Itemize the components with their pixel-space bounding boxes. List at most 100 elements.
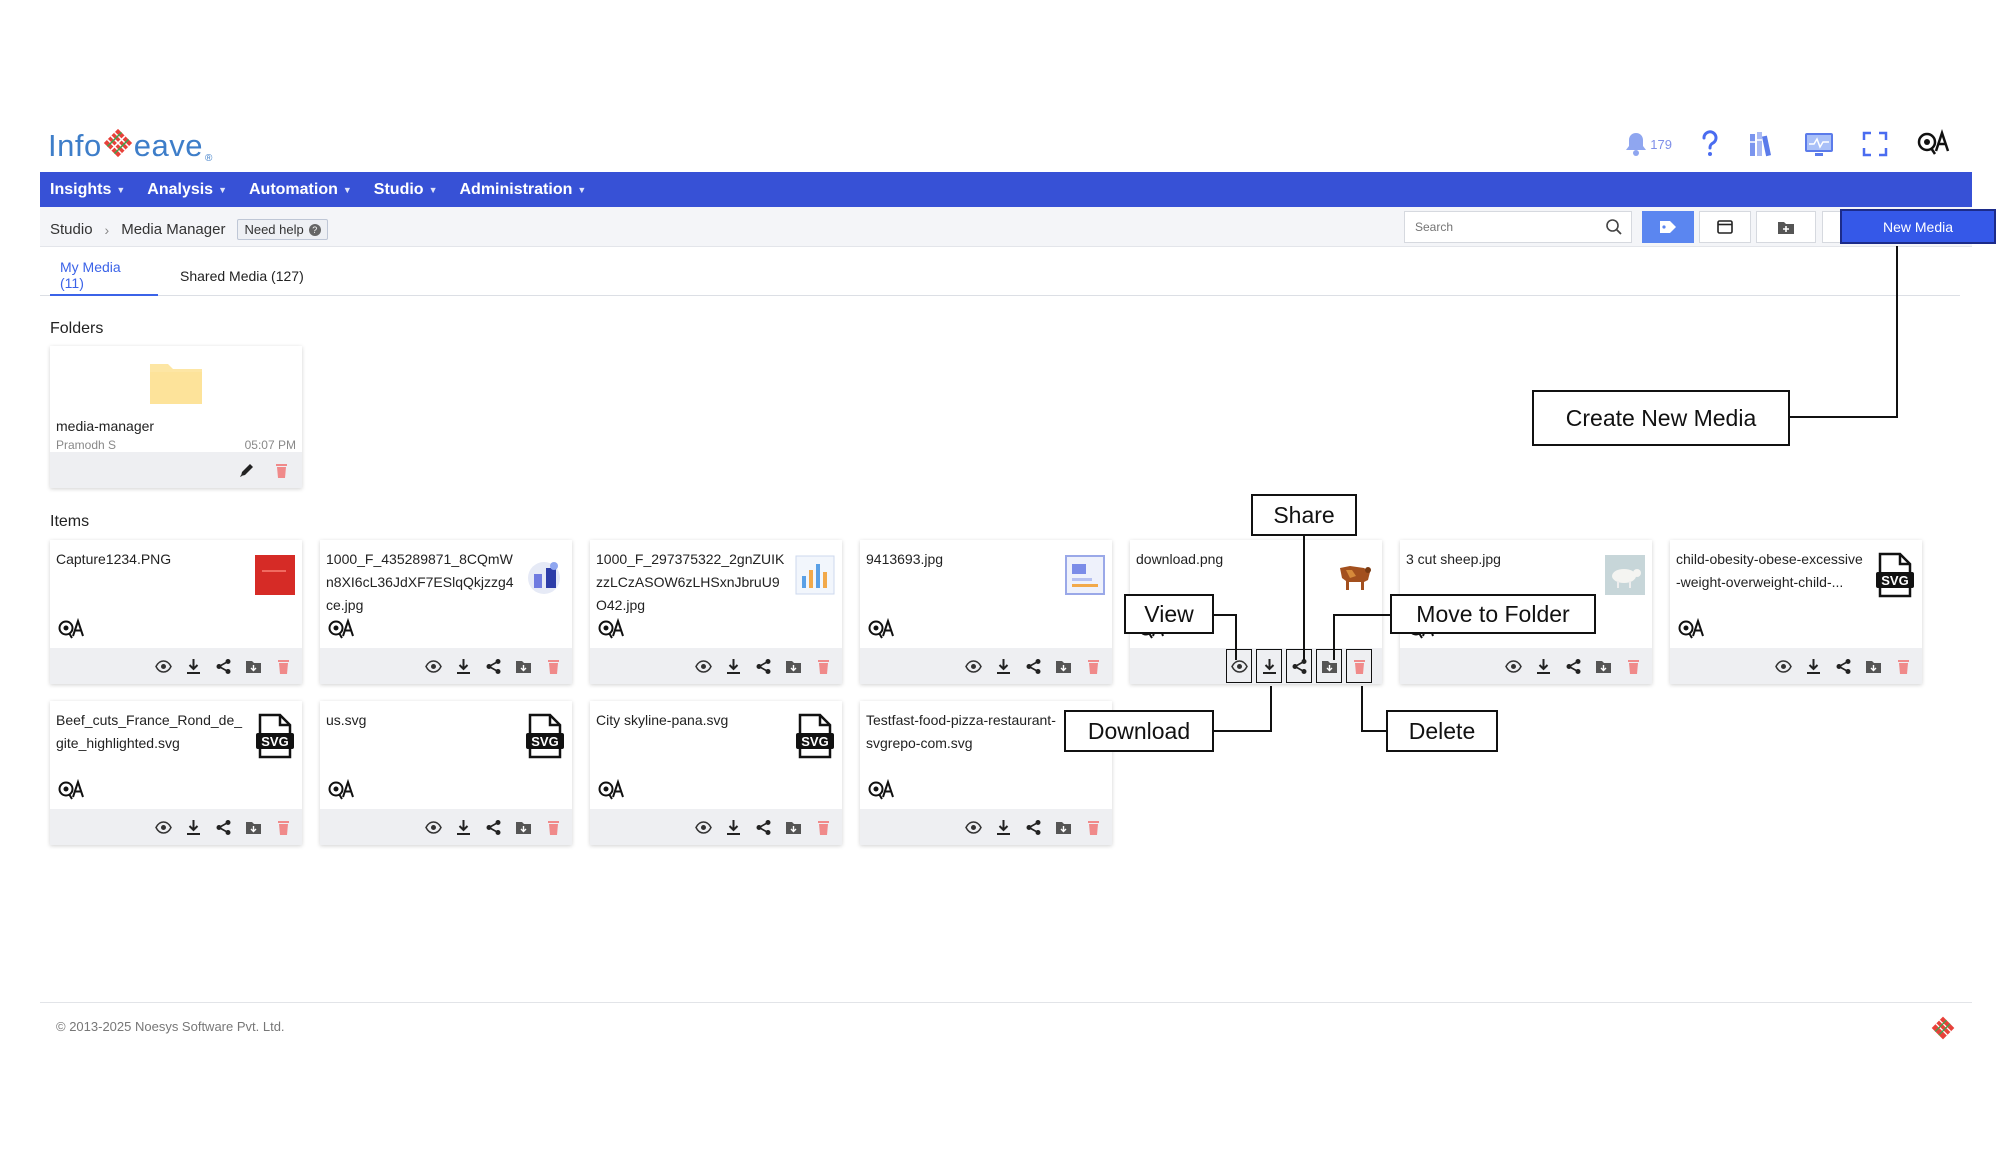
share-button[interactable] <box>215 819 232 836</box>
search-input[interactable] <box>1415 220 1575 234</box>
view-button[interactable] <box>965 658 982 675</box>
share-button[interactable] <box>485 819 502 836</box>
share-button[interactable] <box>1025 658 1042 675</box>
view-button[interactable] <box>695 658 712 675</box>
nav-insights[interactable]: Insights▼ <box>50 181 125 199</box>
tab-my-media[interactable]: My Media (11) <box>50 256 158 296</box>
move-to-folder-button[interactable] <box>1865 658 1882 675</box>
delete-button[interactable] <box>815 658 832 675</box>
download-button[interactable] <box>1805 658 1822 675</box>
share-button[interactable] <box>1835 658 1852 675</box>
delete-button[interactable] <box>273 462 290 479</box>
search-icon[interactable] <box>1605 218 1623 236</box>
download-button[interactable] <box>185 819 202 836</box>
media-thumbnail[interactable]: SVG <box>1874 552 1916 598</box>
view-button[interactable] <box>965 819 982 836</box>
share-button[interactable] <box>1565 658 1582 675</box>
delete-button[interactable] <box>545 658 562 675</box>
nav-studio[interactable]: Studio▼ <box>374 181 438 199</box>
nav-administration[interactable]: Administration▼ <box>459 181 586 199</box>
delete-button[interactable] <box>1625 658 1642 675</box>
download-button[interactable] <box>995 658 1012 675</box>
move-to-folder-button[interactable] <box>245 658 262 675</box>
move-to-folder-button[interactable] <box>1055 658 1072 675</box>
infoweave-logo[interactable]: Info eave ® <box>48 124 213 164</box>
monitor-button[interactable] <box>1804 128 1834 160</box>
delete-button[interactable] <box>815 819 832 836</box>
delete-button[interactable] <box>275 819 292 836</box>
list-view-button[interactable] <box>1699 211 1751 243</box>
view-button[interactable] <box>425 658 442 675</box>
media-card[interactable]: Beef_cuts_France_Rond_de_gite_highlighte… <box>50 701 302 845</box>
breadcrumb-studio[interactable]: Studio <box>50 221 93 238</box>
view-button[interactable] <box>1775 658 1792 675</box>
move-to-folder-button[interactable] <box>785 819 802 836</box>
download-button[interactable] <box>455 819 472 836</box>
tab-shared-media[interactable]: Shared Media (127) <box>180 268 304 284</box>
user-avatar[interactable] <box>1916 128 1950 160</box>
media-thumbnail[interactable] <box>1334 552 1376 598</box>
delete-button[interactable] <box>1346 649 1372 683</box>
notifications-button[interactable]: 179 <box>1624 128 1672 160</box>
delete-button[interactable] <box>1085 819 1102 836</box>
need-help-button[interactable]: Need help ? <box>237 219 328 240</box>
edit-button[interactable] <box>238 462 255 479</box>
download-button[interactable] <box>995 819 1012 836</box>
move-to-folder-button[interactable] <box>1055 819 1072 836</box>
download-button[interactable] <box>1256 649 1282 683</box>
share-button[interactable] <box>1025 819 1042 836</box>
move-to-folder-button[interactable] <box>1316 649 1342 683</box>
media-card[interactable]: 1000_F_297375322_2gnZUIKzzLCzASOW6zLHSxn… <box>590 540 842 684</box>
media-card[interactable]: Capture1234.PNG <box>50 540 302 684</box>
share-button[interactable] <box>755 658 772 675</box>
media-thumbnail[interactable] <box>254 552 296 598</box>
move-to-folder-button[interactable] <box>515 819 532 836</box>
nav-analysis[interactable]: Analysis▼ <box>147 181 227 199</box>
media-thumbnail[interactable] <box>794 552 836 598</box>
nav-automation[interactable]: Automation▼ <box>249 181 352 199</box>
delete-button[interactable] <box>1085 658 1102 675</box>
library-button[interactable] <box>1748 128 1776 160</box>
media-thumbnail[interactable]: SVG <box>524 713 566 759</box>
move-to-folder-button[interactable] <box>515 658 532 675</box>
delete-button[interactable] <box>545 819 562 836</box>
delete-button[interactable] <box>275 658 292 675</box>
share-button[interactable] <box>755 819 772 836</box>
media-thumbnail[interactable] <box>1064 552 1106 598</box>
media-thumbnail[interactable]: SVG <box>794 713 836 759</box>
view-button[interactable] <box>425 819 442 836</box>
view-button[interactable] <box>1505 658 1522 675</box>
media-card[interactable]: child-obesity-obese-excessive-weight-ove… <box>1670 540 1922 684</box>
download-button[interactable] <box>725 819 742 836</box>
download-button[interactable] <box>725 658 742 675</box>
share-button[interactable] <box>485 658 502 675</box>
media-thumbnail[interactable] <box>524 552 566 598</box>
media-thumbnail[interactable]: SVG <box>254 713 296 759</box>
move-to-folder-button[interactable] <box>785 658 802 675</box>
help-button[interactable] <box>1700 128 1720 160</box>
view-button[interactable] <box>1226 649 1252 683</box>
view-button[interactable] <box>155 658 172 675</box>
fullscreen-button[interactable] <box>1862 128 1888 160</box>
move-to-folder-button[interactable] <box>245 819 262 836</box>
share-button[interactable] <box>1286 649 1312 683</box>
media-thumbnail[interactable] <box>1604 552 1646 598</box>
move-to-folder-button[interactable] <box>1595 658 1612 675</box>
new-media-button[interactable]: New Media <box>1840 209 1996 244</box>
view-button[interactable] <box>155 819 172 836</box>
card-view-button[interactable] <box>1642 211 1694 243</box>
download-button[interactable] <box>1535 658 1552 675</box>
download-button[interactable] <box>455 658 472 675</box>
media-card[interactable]: 9413693.jpg <box>860 540 1112 684</box>
download-button[interactable] <box>185 658 202 675</box>
share-icon <box>1291 658 1308 675</box>
search-field[interactable] <box>1404 211 1632 243</box>
share-button[interactable] <box>215 658 232 675</box>
folder-card[interactable]: media-manager Pramodh S 05:07 PM <box>50 346 302 488</box>
delete-button[interactable] <box>1895 658 1912 675</box>
media-card[interactable]: 1000_F_435289871_8CQmWn8XI6cL36JdXF7ESlq… <box>320 540 572 684</box>
new-folder-button[interactable] <box>1756 211 1816 243</box>
view-button[interactable] <box>695 819 712 836</box>
